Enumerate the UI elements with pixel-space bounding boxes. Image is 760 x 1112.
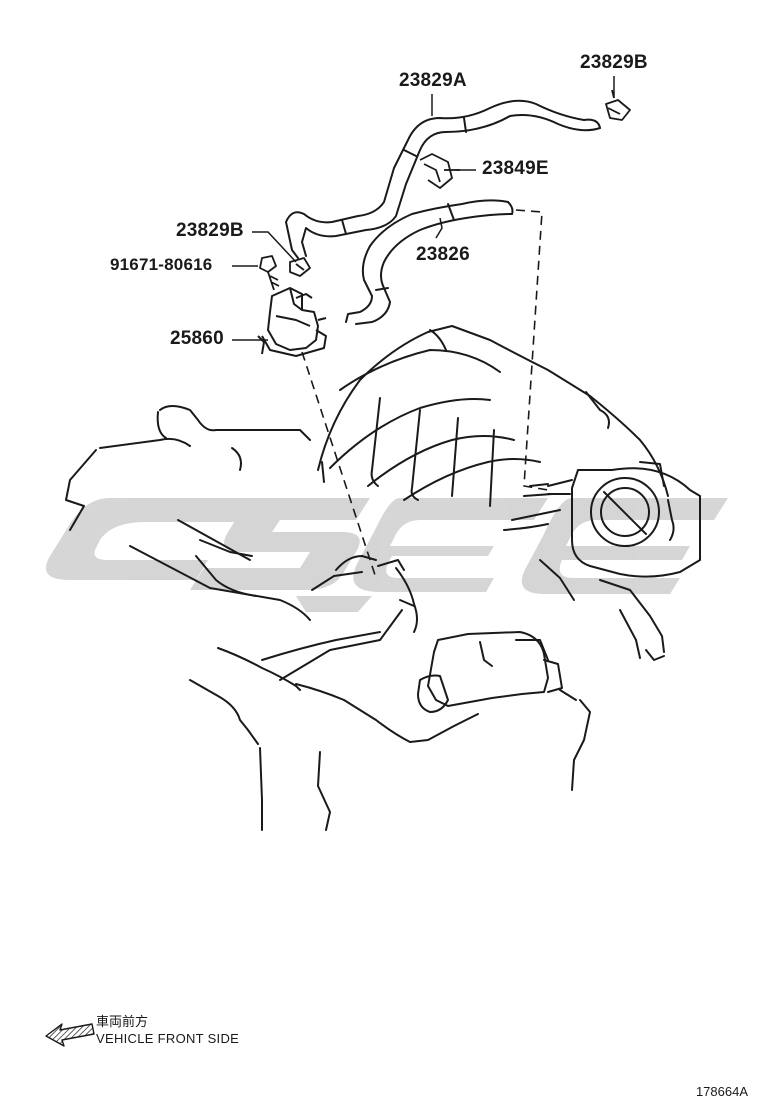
figure-number: 178664A [695, 1084, 748, 1099]
clip-23829b-top[interactable] [605, 89, 631, 121]
dashed-leader-lines [301, 209, 549, 579]
hose-23829a[interactable] [285, 99, 601, 259]
vehicle-front-label-en: VEHICLE FRONT SIDE [96, 1031, 240, 1046]
label-91671-80616[interactable]: 91671-80616 [110, 255, 213, 274]
vsv-25860[interactable] [257, 287, 327, 357]
intake-manifold [65, 325, 701, 831]
clamp-23849e[interactable] [419, 153, 460, 189]
vehicle-front-label-jp: 車両前方 [96, 1015, 149, 1030]
label-23829b-left[interactable]: 23829B [176, 220, 244, 241]
clip-23829b-left[interactable] [289, 257, 311, 277]
label-23829a[interactable]: 23829A [399, 70, 467, 91]
label-23826[interactable]: 23826 [416, 244, 470, 265]
label-23849e[interactable]: 23849E [482, 158, 549, 179]
hatched-arrow-left-icon [45, 1023, 95, 1047]
label-25860[interactable]: 25860 [170, 328, 224, 349]
hose-23826[interactable] [345, 199, 514, 325]
label-leaders [232, 76, 615, 341]
label-23829b-top[interactable]: 23829B [580, 52, 648, 73]
bolt-91671-80616[interactable] [259, 255, 280, 291]
